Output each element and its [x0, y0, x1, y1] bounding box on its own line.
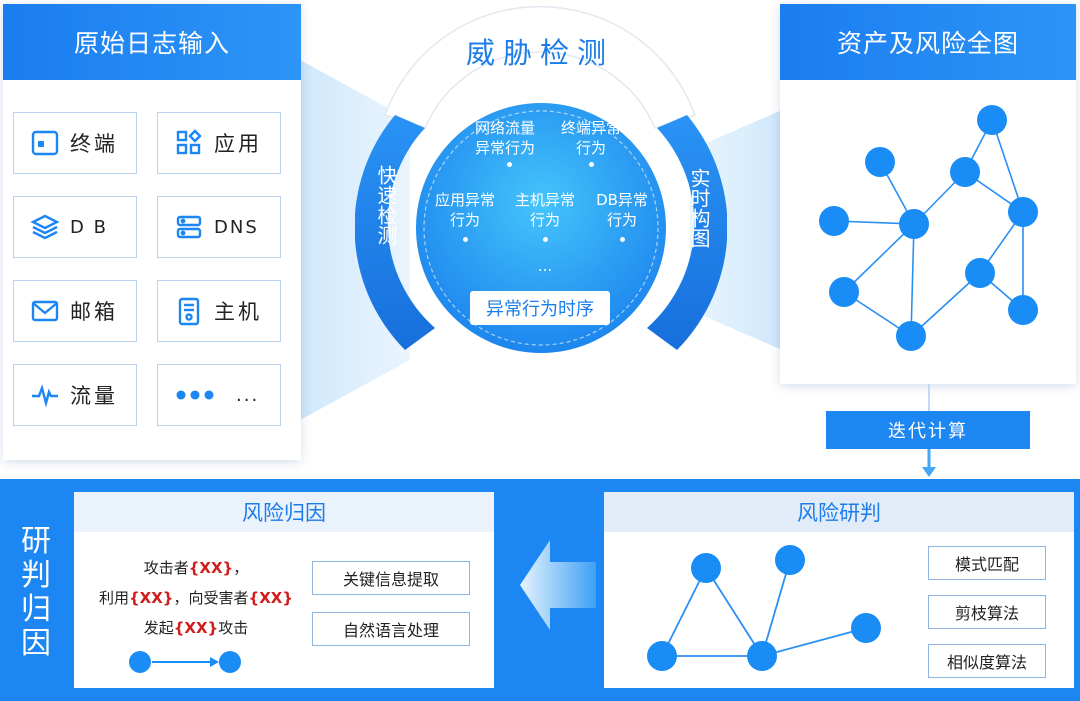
risk-graph [647, 545, 881, 671]
raw-log-panel: 原始日志输入 终端 应用 D B DNS 邮箱 主机 [3, 4, 301, 460]
source-label: ... [236, 384, 260, 406]
judgement-side-label: 研判归因 [21, 524, 51, 661]
terminal-icon [30, 128, 60, 158]
source-card-host[interactable]: 主机 [157, 280, 281, 342]
risk-judgement-title: 风险研判 [604, 492, 1074, 532]
detect-item-host: 主机异常 行为 [514, 191, 575, 229]
top-arc-band [384, 5, 696, 129]
asset-risk-title: 资产及风险全图 [780, 4, 1076, 80]
graph-node [965, 258, 995, 288]
left-arc-band [355, 115, 435, 350]
right-arc-band [647, 115, 727, 350]
source-label: D B [70, 216, 108, 238]
mail-icon [30, 296, 60, 326]
realtime-graph-arc-label: 实时构图 [687, 168, 711, 248]
graph-node [747, 641, 777, 671]
detect-ellipsis: ... [537, 257, 553, 275]
source-label: 应用 [214, 132, 262, 156]
detect-item-network: 网络流量 异常行为 [474, 119, 535, 157]
detect-item-endpoint: 终端异常 行为 [560, 119, 621, 157]
connector-line [928, 384, 930, 412]
source-card-more[interactable]: ... [157, 364, 281, 426]
timeline-badge[interactable]: 异常行为时序 [470, 291, 610, 325]
more-dots-icon [174, 380, 216, 410]
detect-item-app: 应用异常 行为 [434, 191, 495, 229]
raw-log-title: 原始日志输入 [3, 4, 301, 80]
source-card-terminal[interactable]: 终端 [13, 112, 137, 174]
detect-item-db: DB异常 行为 [596, 191, 648, 229]
graph-node [647, 641, 677, 671]
similarity-algo-button[interactable]: 相似度算法 [928, 644, 1046, 678]
pulse-icon [30, 380, 60, 410]
bullet-dot [463, 237, 468, 242]
threat-detection-title: 威胁检测 [465, 36, 614, 70]
source-card-db[interactable]: D B [13, 196, 137, 258]
apps-grid-icon [174, 128, 204, 158]
source-label: 流量 [70, 384, 118, 408]
attack-line-3: 发起{XX}攻击 [143, 619, 249, 637]
bullet-dot [620, 237, 625, 242]
source-card-traffic[interactable]: 流量 [13, 364, 137, 426]
server-icon [174, 212, 204, 242]
down-arrow-icon [922, 449, 936, 477]
source-card-app[interactable]: 应用 [157, 112, 281, 174]
graph-node [775, 545, 805, 575]
attack-line-1: 攻击者{XX}， [143, 559, 249, 577]
iterate-calc-box[interactable]: 迭代计算 [826, 411, 1030, 449]
bullet-dot [589, 162, 594, 167]
quick-detect-arc-label: 快速检测 [374, 165, 398, 245]
graph-node [950, 157, 980, 187]
risk-attribution-title: 风险归因 [74, 492, 494, 532]
source-card-mail[interactable]: 邮箱 [13, 280, 137, 342]
graph-node [829, 277, 859, 307]
source-label: 邮箱 [70, 300, 118, 324]
graph-node [1008, 295, 1038, 325]
key-info-extract-button[interactable]: 关键信息提取 [312, 561, 470, 595]
graph-node [896, 321, 926, 351]
graph-node [819, 206, 849, 236]
source-card-dns[interactable]: DNS [157, 196, 281, 258]
source-label: 终端 [70, 132, 118, 156]
left-arrow-icon [520, 540, 596, 630]
attack-line-2: 利用{XX}，向受害者{XX} [98, 589, 294, 607]
threat-detection-diagram [355, 5, 727, 353]
host-icon [174, 296, 204, 326]
source-label: 主机 [214, 300, 262, 324]
nlp-button[interactable]: 自然语言处理 [312, 612, 470, 646]
graph-node [691, 553, 721, 583]
asset-graph [819, 105, 1038, 351]
bullet-dot [543, 237, 548, 242]
graph-node [977, 105, 1007, 135]
graph-node [1008, 197, 1038, 227]
pattern-match-button[interactable]: 模式匹配 [928, 546, 1046, 580]
attack-flow-diagram [129, 651, 241, 673]
graph-node [899, 209, 929, 239]
graph-node [851, 613, 881, 643]
layers-icon [30, 212, 60, 242]
bullet-dot [507, 162, 512, 167]
pruning-algo-button[interactable]: 剪枝算法 [928, 595, 1046, 629]
graph-node [865, 147, 895, 177]
source-label: DNS [214, 216, 259, 238]
